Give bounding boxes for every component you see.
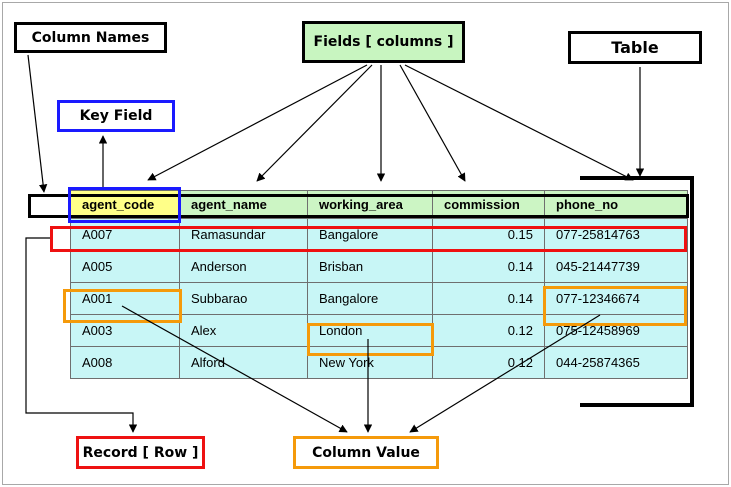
table-bracket: [580, 176, 694, 407]
arrow-field-commission: [399, 64, 466, 182]
column-names-highlight: [28, 194, 689, 218]
table-row: A008 Alford New York 0.12 044-25874365: [70, 346, 688, 379]
column-value-highlight-agent-code: [63, 289, 182, 323]
record-label: Record [ Row ]: [76, 436, 205, 469]
cell-commission: 0.14: [432, 250, 545, 283]
cell-phone-no: 075-12458969: [544, 314, 688, 347]
cell-working-area: Bangalore: [307, 218, 433, 251]
table-label: Table: [568, 31, 702, 64]
arrow-field-agent-name: [256, 64, 373, 182]
cell-commission: 0.14: [432, 282, 545, 315]
cell-agent-code: A001: [70, 282, 180, 315]
cell-phone-no: 044-25874365: [544, 346, 688, 379]
arrow-record: [25, 237, 138, 433]
cell-phone-no: 045-21447739: [544, 250, 688, 283]
fields-label: Fields [ columns ]: [302, 21, 465, 63]
arrow-column-value-agent-code: [121, 305, 348, 433]
arrow-column-names: [27, 54, 48, 193]
key-field-label: Key Field: [57, 100, 175, 132]
cell-agent-code: A003: [70, 314, 180, 347]
key-field-highlight: [68, 187, 181, 223]
arrow-field-agent-code: [147, 64, 368, 181]
cell-agent-code: A007: [70, 218, 180, 251]
arrow-column-value-phone-no: [409, 314, 601, 433]
cell-working-area: Brisban: [307, 250, 433, 283]
column-value-highlight-phone-no: [543, 286, 687, 326]
agents-table: agent_code agent_name working_area commi…: [70, 190, 688, 379]
cell-commission: 0.15: [432, 218, 545, 251]
column-names-label: Column Names: [14, 22, 167, 53]
cell-agent-name: Alex: [179, 314, 308, 347]
cell-working-area: Bangalore: [307, 282, 433, 315]
cell-agent-name: Anderson: [179, 250, 308, 283]
column-value-highlight-working-area: [307, 323, 434, 356]
table-row: A007 Ramasundar Bangalore 0.15 077-25814…: [70, 218, 688, 251]
cell-working-area: New York: [307, 346, 433, 379]
cell-agent-code: A005: [70, 250, 180, 283]
column-value-label: Column Value: [293, 436, 439, 469]
cell-agent-name: Subbarao: [179, 282, 308, 315]
table-row: A003 Alex London 0.12 075-12458969: [70, 314, 688, 347]
record-highlight: [50, 226, 687, 252]
cell-phone-no: 077-25814763: [544, 218, 688, 251]
cell-working-area: London: [307, 314, 433, 347]
cell-agent-name: Ramasundar: [179, 218, 308, 251]
cell-agent-code: A008: [70, 346, 180, 379]
arrow-field-phone-no: [404, 64, 634, 181]
table-row: A005 Anderson Brisban 0.14 045-21447739: [70, 250, 688, 283]
